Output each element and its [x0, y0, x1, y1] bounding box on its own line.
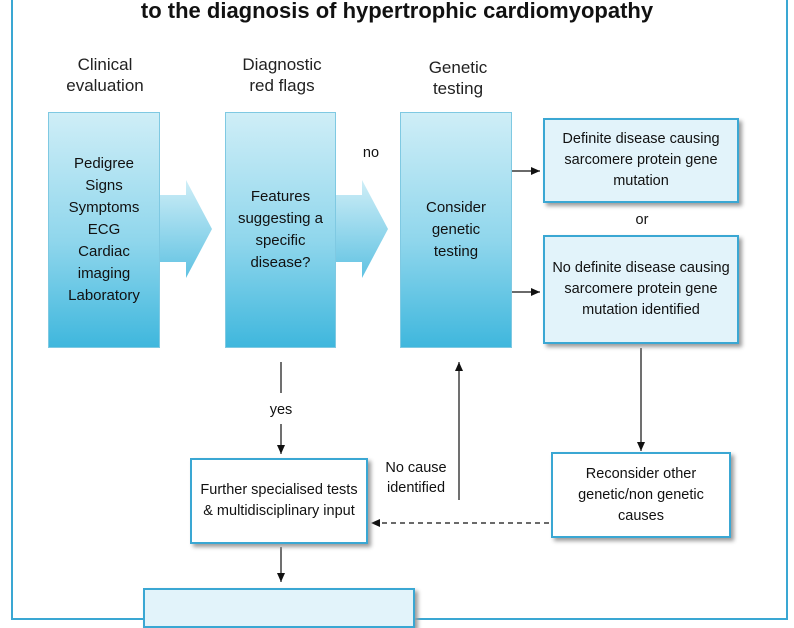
header-genetic-testing: Genetic testing: [428, 58, 488, 98]
box-cut-off-bottom: [143, 588, 415, 628]
box-definite-mutation: Definite disease causing sarcomere prote…: [543, 118, 739, 203]
red-flags-question: Features suggesting a specific disease?: [237, 188, 324, 271]
flow-arrow-clinical-to-redflags: [160, 180, 212, 278]
label-no: no: [362, 145, 380, 161]
diagram-canvas: to the diagnosis of hypertrophic cardiom…: [11, 0, 788, 628]
column-diagnostic-red-flags: Features suggesting a specific disease?: [225, 112, 336, 348]
clinical-items: Pedigree Signs Symptoms ECG Cardiac imag…: [68, 155, 140, 304]
connector-layer: [160, 167, 645, 582]
genetic-testing-text: Consider genetic testing: [425, 199, 487, 260]
column-genetic-testing: Consider genetic testing: [400, 112, 512, 348]
header-clinical-evaluation: Clinical evaluation: [66, 55, 144, 95]
label-yes: yes: [269, 402, 293, 418]
box-no-definite-mutation: No definite disease causing sarcomere pr…: [543, 235, 739, 344]
label-or: or: [635, 212, 649, 228]
column-clinical-evaluation: Pedigree Signs Symptoms ECG Cardiac imag…: [48, 112, 160, 348]
flow-arrow-redflags-to-genetic: [336, 180, 388, 278]
box-reconsider-causes: Reconsider other genetic/non genetic cau…: [551, 452, 731, 538]
header-diagnostic-red-flags: Diagnostic red flags: [242, 55, 322, 95]
diagram-title: to the diagnosis of hypertrophic cardiom…: [140, 0, 654, 23]
label-no-cause-identified: No cause identified: [385, 460, 447, 496]
box-further-specialised-tests: Further specialised tests & multidiscipl…: [190, 458, 368, 544]
